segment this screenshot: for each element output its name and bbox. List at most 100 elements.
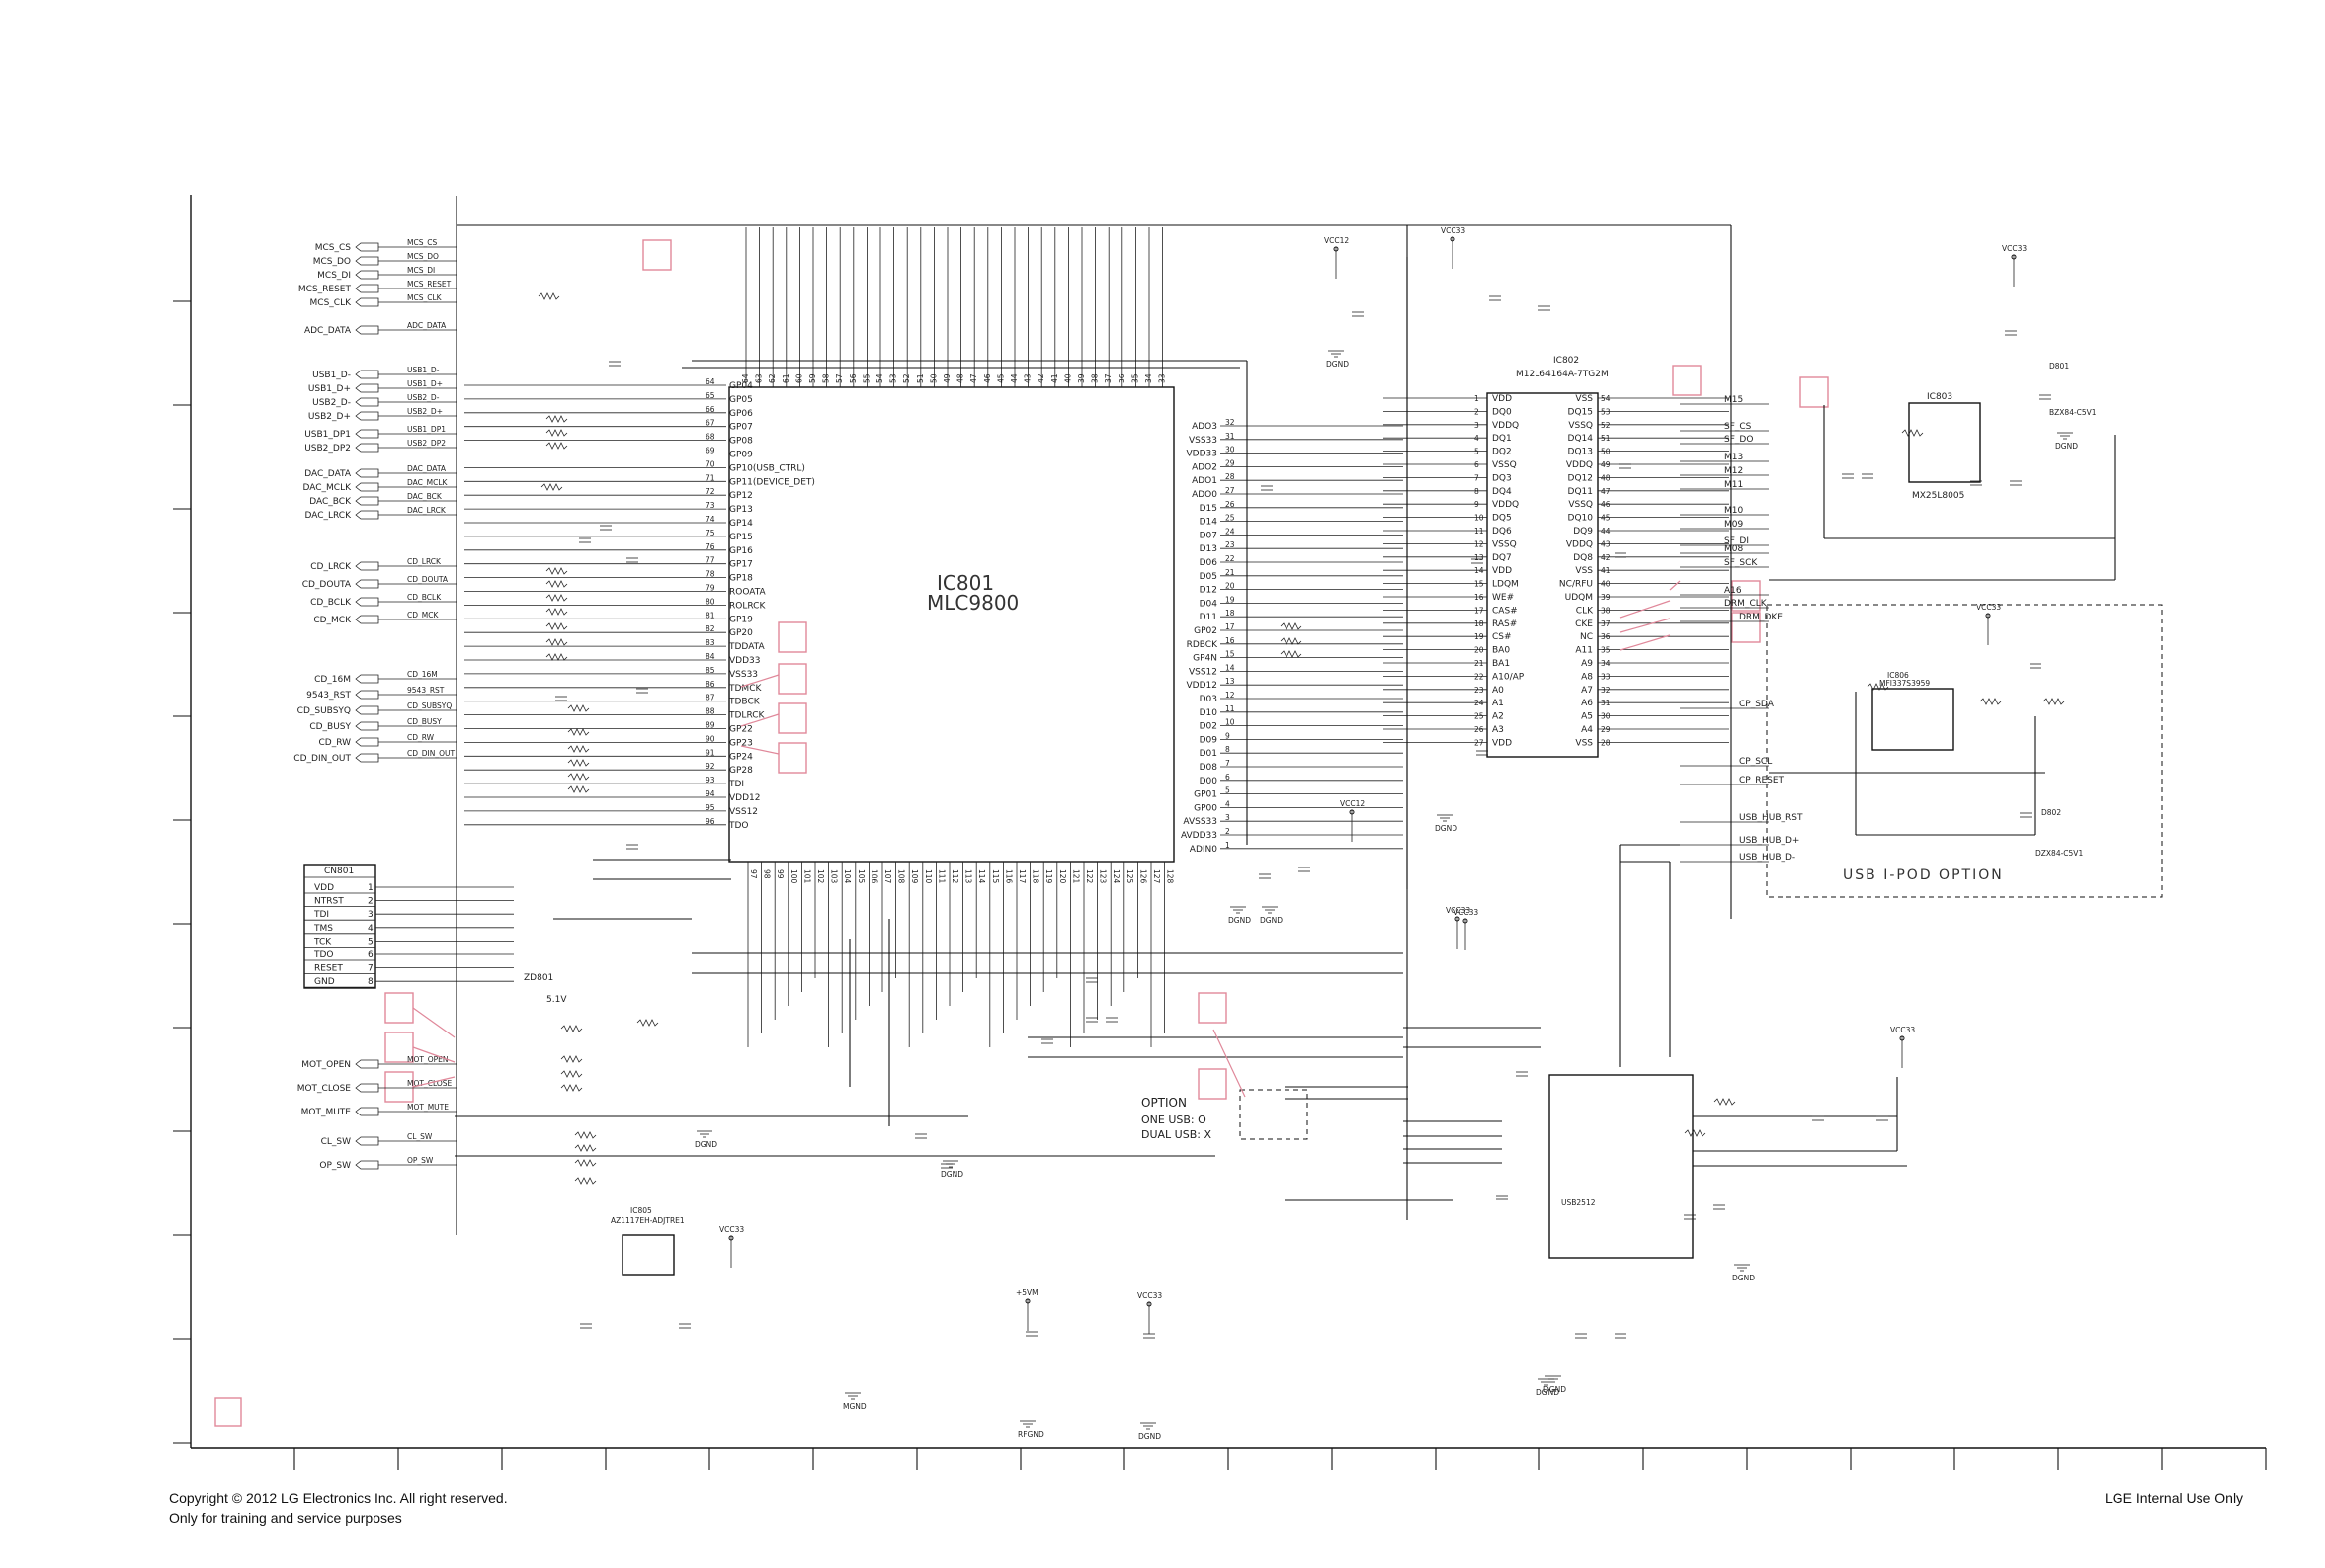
right-signal-label: M08 bbox=[1724, 544, 1743, 554]
ic801-pin-name: TDLRCK bbox=[728, 711, 766, 721]
ic802-pin-name: A6 bbox=[1581, 699, 1593, 708]
ic801-pin-number: 49 bbox=[943, 373, 952, 383]
ic803-ref: IC803 bbox=[1927, 392, 1952, 402]
power-label: VCC33 bbox=[1890, 1026, 1915, 1034]
left-signal-label: DAC_MCLK bbox=[302, 483, 352, 493]
left-signal-label: USB2_D+ bbox=[308, 412, 351, 422]
resistor bbox=[540, 483, 563, 491]
ic801-pin-number: 121 bbox=[1071, 869, 1080, 884]
cn801-pin-name: RESET bbox=[314, 964, 343, 974]
ic802-pin-number: 45 bbox=[1601, 514, 1611, 523]
ic801-pin-name: TDBCK bbox=[728, 698, 761, 707]
ic801-pin-name: GP19 bbox=[729, 615, 753, 624]
ic801-pin-number: 91 bbox=[706, 748, 715, 757]
ic802-pin-name: WE# bbox=[1492, 593, 1514, 603]
net-label: CD_DOUTA bbox=[407, 575, 449, 584]
power-label: VCC33 bbox=[1976, 603, 2001, 612]
right-signal-label: A16 bbox=[1724, 586, 1742, 596]
cn801-pin-number: 6 bbox=[368, 950, 374, 960]
ic802-pin-number: 16 bbox=[1474, 593, 1484, 602]
ic801-pin-name: GP10(USB_CTRL) bbox=[729, 463, 805, 473]
resistor bbox=[567, 785, 590, 793]
ic802-pin-number: 22 bbox=[1474, 672, 1484, 681]
ic802-pin-name: BA1 bbox=[1492, 659, 1510, 669]
ic801-pin-number: 64 bbox=[741, 373, 750, 383]
resistor bbox=[1280, 650, 1302, 658]
resistor bbox=[545, 622, 568, 630]
footer-copyright: Copyright © 2012 LG Electronics Inc. All… bbox=[169, 1490, 508, 1506]
ic802-pin-name: DQ9 bbox=[1573, 527, 1593, 536]
ic801-pin-name: D01 bbox=[1200, 749, 1217, 759]
ic801-pin-number: 122 bbox=[1085, 869, 1094, 884]
ic801-pin-number: 101 bbox=[802, 869, 811, 884]
left-signal-label: MCS_CLK bbox=[310, 298, 353, 308]
left-signal-label: CD_DOUTA bbox=[302, 580, 352, 590]
ic801-pin-number: 45 bbox=[996, 373, 1005, 383]
ic801-pin-number: 11 bbox=[1225, 704, 1235, 713]
ic801-pin-number: 105 bbox=[857, 869, 866, 884]
ic801-pin-number: 7 bbox=[1225, 759, 1230, 768]
ground-label: MGND bbox=[843, 1402, 867, 1411]
ic801-pin-number: 100 bbox=[789, 869, 798, 884]
power-label: VCC33 bbox=[1137, 1291, 1162, 1300]
net-label: CD_BUSY bbox=[407, 717, 442, 726]
left-signal-label: 9543_RST bbox=[306, 691, 351, 701]
ic802-pin-number: 15 bbox=[1474, 580, 1484, 589]
resistor bbox=[545, 638, 568, 646]
ground-label: DGND bbox=[941, 1170, 963, 1179]
ic801-pin-number: 21 bbox=[1225, 568, 1235, 577]
right-signal-label: SF_CS bbox=[1724, 422, 1752, 432]
right-signal-label: SF_SCK bbox=[1724, 558, 1758, 568]
ic801-pin-number: 128 bbox=[1166, 869, 1175, 884]
ic801-pin-number: 73 bbox=[706, 501, 715, 510]
ic802-pin-name: VDD bbox=[1492, 394, 1512, 404]
ic802-pin-name: DQ13 bbox=[1568, 448, 1593, 457]
ic801-pin-number: 125 bbox=[1125, 869, 1134, 884]
ic801-pin-number: 15 bbox=[1225, 650, 1235, 659]
right-signal-label: M11 bbox=[1724, 480, 1743, 490]
ic801-pin-number: 126 bbox=[1138, 869, 1147, 884]
ic801-pin-number: 19 bbox=[1225, 595, 1235, 604]
d801-part: BZX84-C5V1 bbox=[2049, 408, 2097, 417]
ic801-pin-number: 46 bbox=[983, 373, 992, 383]
power-label: +5VM bbox=[1016, 1288, 1038, 1297]
ic801-pin-name: VDD12 bbox=[729, 793, 760, 803]
ic801-pin-number: 39 bbox=[1077, 373, 1086, 383]
ic801-pin-number: 120 bbox=[1058, 869, 1067, 884]
ic801-pin-number: 89 bbox=[706, 721, 715, 730]
ic802-pin-number: 30 bbox=[1601, 712, 1611, 721]
net-label: OP_SW bbox=[407, 1156, 434, 1165]
ic801-pin-name: D08 bbox=[1200, 763, 1218, 773]
ic802-pin-name: DQ5 bbox=[1492, 514, 1512, 524]
ic802-pin-number: 31 bbox=[1601, 699, 1611, 707]
ic801-pin-name: GP01 bbox=[1194, 790, 1217, 800]
ic802-pin-number: 42 bbox=[1601, 553, 1611, 562]
ic801-pin-number: 50 bbox=[929, 373, 938, 383]
ground-label: DGND bbox=[1435, 824, 1457, 833]
ic802-pin-name: DQ11 bbox=[1568, 487, 1593, 497]
power-label: VCC33 bbox=[1453, 908, 1478, 917]
ic801-pin-number: 27 bbox=[1225, 486, 1235, 495]
ic802-pin-number: 3 bbox=[1474, 421, 1479, 430]
net-label: MCS_DO bbox=[407, 252, 439, 261]
ic802-pin-name: VSS bbox=[1575, 566, 1593, 576]
ic802-pin-name: A7 bbox=[1581, 686, 1593, 696]
ic801-pin-number: 43 bbox=[1024, 373, 1033, 383]
ic802-pin-number: 8 bbox=[1474, 487, 1479, 496]
ic801-pin-number: 14 bbox=[1225, 663, 1235, 672]
ic802-pin-number: 46 bbox=[1601, 500, 1611, 509]
ic801-pin-number: 79 bbox=[706, 584, 715, 593]
power-symbols: VCC12VCC33VCC33VCC33VCC33VCC12VCC33VCC33… bbox=[719, 226, 2027, 1334]
ic802-pin-number: 41 bbox=[1601, 566, 1611, 575]
left-signal-label: DAC_BCK bbox=[309, 497, 352, 507]
resistor bbox=[545, 429, 568, 437]
resistor bbox=[574, 1177, 597, 1185]
ic802-pin-number: 36 bbox=[1601, 632, 1611, 641]
d802-part: DZX84-C5V1 bbox=[2035, 849, 2083, 858]
net-label: DAC_MCLK bbox=[407, 478, 449, 487]
ic801-pin-number: 24 bbox=[1225, 527, 1235, 536]
ic802-pin-number: 6 bbox=[1474, 460, 1479, 469]
